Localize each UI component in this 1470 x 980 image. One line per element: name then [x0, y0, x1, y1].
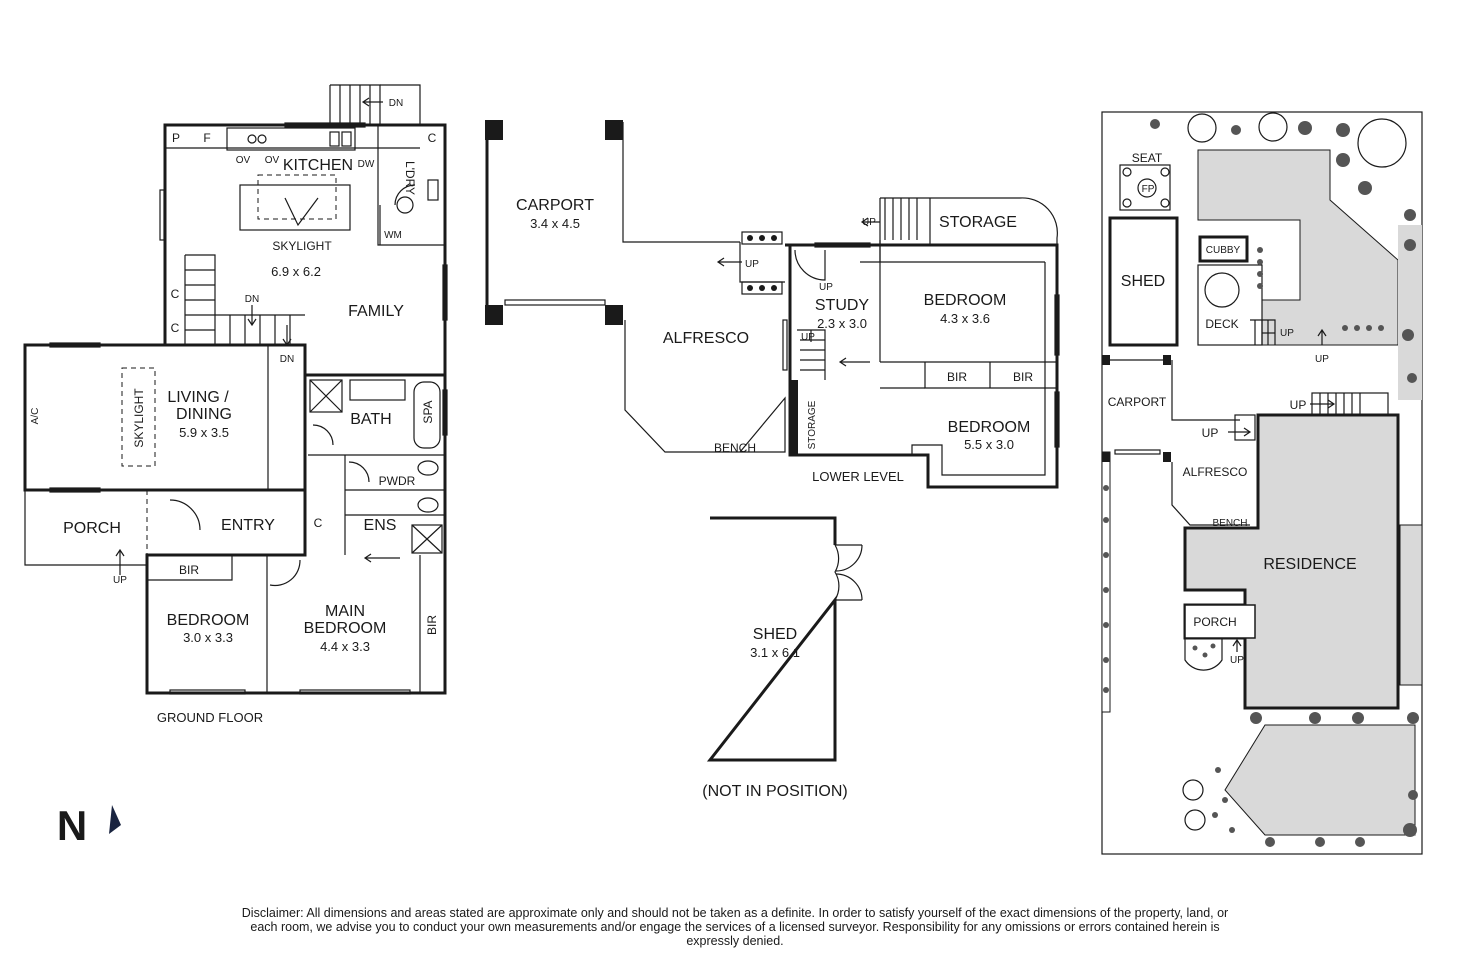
label-ov-2: OV: [265, 155, 280, 166]
label-alfresco: ALFRESCO: [663, 330, 749, 347]
ground-floor-labels: KITCHEN SKYLIGHT 6.9 x 6.2 FAMILY LIVING…: [30, 98, 439, 725]
site-label-up-4: UP: [1230, 655, 1244, 666]
label-bench: BENCH: [714, 441, 756, 455]
site-label-carport: CARPORT: [1108, 395, 1167, 409]
site-label-up-5: UP: [1290, 398, 1307, 412]
label-ac: A/C: [30, 408, 41, 425]
label-bir-1: BIR: [947, 370, 967, 384]
label-skylight-living: SKYLIGHT: [132, 388, 146, 448]
label-cupboard-2: C: [171, 287, 180, 301]
label-porch-up: UP: [113, 575, 127, 586]
ground-floor-title: GROUND FLOOR: [157, 710, 263, 725]
label-dn-3: DN: [389, 98, 403, 109]
label-cupboard-1: C: [428, 131, 437, 145]
site-label-up-2: UP: [1315, 354, 1329, 365]
label-living-dim: 5.9 x 3.5: [179, 425, 229, 440]
label-bedroom-2-dim: 5.5 x 3.0: [964, 437, 1014, 452]
label-not-in-position: (NOT IN POSITION): [702, 783, 847, 800]
label-entry: ENTRY: [221, 517, 275, 534]
label-bedroom-dim: 3.0 x 3.3: [183, 630, 233, 645]
label-kitchen: KITCHEN: [283, 157, 353, 174]
shed-plan: SHED 3.1 x 6.1 (NOT IN POSITION): [702, 516, 863, 800]
label-main-bedroom-1: MAIN: [325, 603, 365, 620]
stair-group: [184, 84, 421, 345]
bench-top: [226, 127, 356, 151]
label-lower-up-3: UP: [801, 332, 815, 343]
site-label-cubby: CUBBY: [1206, 245, 1241, 256]
spa-tub: [413, 381, 441, 449]
skylight-living-outline: [121, 367, 156, 467]
label-lower-up-1: UP: [745, 259, 759, 270]
label-spa: SPA: [421, 400, 435, 423]
label-dn-2: DN: [280, 354, 294, 365]
label-pantry: P: [172, 131, 180, 145]
label-shed: SHED: [753, 626, 797, 643]
label-study-dim: 2.3 x 3.0: [817, 316, 867, 331]
disclaimer-text: Disclaimer: All dimensions and areas sta…: [241, 906, 1229, 948]
label-shed-dim: 3.1 x 6.1: [750, 645, 800, 660]
label-family: FAMILY: [348, 303, 404, 320]
north-arrow-icon: [109, 805, 121, 834]
label-bedroom-1-dim: 4.3 x 3.6: [940, 311, 990, 326]
windows: [49, 122, 448, 695]
label-main-bedroom-2: BEDROOM: [304, 620, 387, 637]
label-porch: PORCH: [63, 520, 121, 537]
ground-floor-plan: [23, 84, 448, 695]
site-label-shed: SHED: [1121, 273, 1165, 290]
label-study: STUDY: [815, 297, 870, 314]
label-lower-up-2: UP: [819, 282, 833, 293]
label-carport: CARPORT: [516, 197, 594, 214]
label-main-bedroom-dim: 4.4 x 3.3: [320, 639, 370, 654]
label-dw: DW: [358, 159, 375, 170]
lower-level-labels: CARPORT 3.4 x 4.5 ALFRESCO BENCH STUDY 2…: [516, 197, 1033, 484]
skylight-outline: [257, 174, 337, 220]
label-pwdr: PWDR: [379, 474, 416, 488]
label-bir: BIR: [179, 563, 199, 577]
site-label-up-3: UP: [1202, 426, 1219, 440]
site-label-up-1: UP: [1280, 328, 1294, 339]
fence-posts: [1101, 451, 1111, 713]
lower-level-title: LOWER LEVEL: [812, 469, 904, 484]
label-fridge: F: [203, 131, 210, 145]
label-kitchen-family-dim: 6.9 x 6.2: [271, 264, 321, 279]
label-carport-dim: 3.4 x 4.5: [530, 216, 580, 231]
north-label: N: [57, 802, 87, 849]
label-wm: WM: [384, 230, 402, 241]
lower-level-plan: [485, 120, 1060, 489]
label-bath: BATH: [350, 411, 391, 428]
label-bedroom-1: BEDROOM: [924, 292, 1007, 309]
site-label-residence: RESIDENCE: [1263, 556, 1356, 573]
site-label-porch: PORCH: [1193, 615, 1236, 629]
label-laundry: L'DRY: [403, 161, 417, 195]
label-bir-main: BIR: [425, 615, 439, 635]
label-lower-up-4: UP: [862, 217, 876, 228]
label-skylight-kitchen: SKYLIGHT: [272, 239, 332, 253]
label-bir-2: BIR: [1013, 370, 1033, 384]
label-bedroom-2: BEDROOM: [948, 419, 1031, 436]
label-living-dining-1: LIVING /: [167, 389, 229, 406]
trees: [1150, 112, 1419, 847]
label-bedroom: BEDROOM: [167, 612, 250, 629]
label-dn-1: DN: [245, 294, 259, 305]
label-ov-1: OV: [236, 155, 251, 166]
label-storage-vertical: STORAGE: [807, 400, 818, 449]
label-cupboard-3: C: [171, 321, 180, 335]
north-arrow: N: [57, 802, 121, 849]
site-plan: SHED SEAT FP CUBBY DECK UP UP: [1101, 111, 1423, 855]
label-cupboard-4: C: [314, 516, 323, 530]
site-label-alfresco: ALFRESCO: [1183, 465, 1248, 479]
label-living-dining-2: DINING: [176, 406, 232, 423]
site-label-bench: BENCH: [1212, 518, 1247, 529]
site-label-deck: DECK: [1205, 317, 1238, 331]
label-ens: ENS: [364, 517, 397, 534]
site-label-seat: SEAT: [1132, 151, 1163, 165]
kitchen-island: [239, 184, 351, 231]
site-label-fp: FP: [1142, 184, 1155, 195]
label-storage: STORAGE: [939, 214, 1017, 231]
